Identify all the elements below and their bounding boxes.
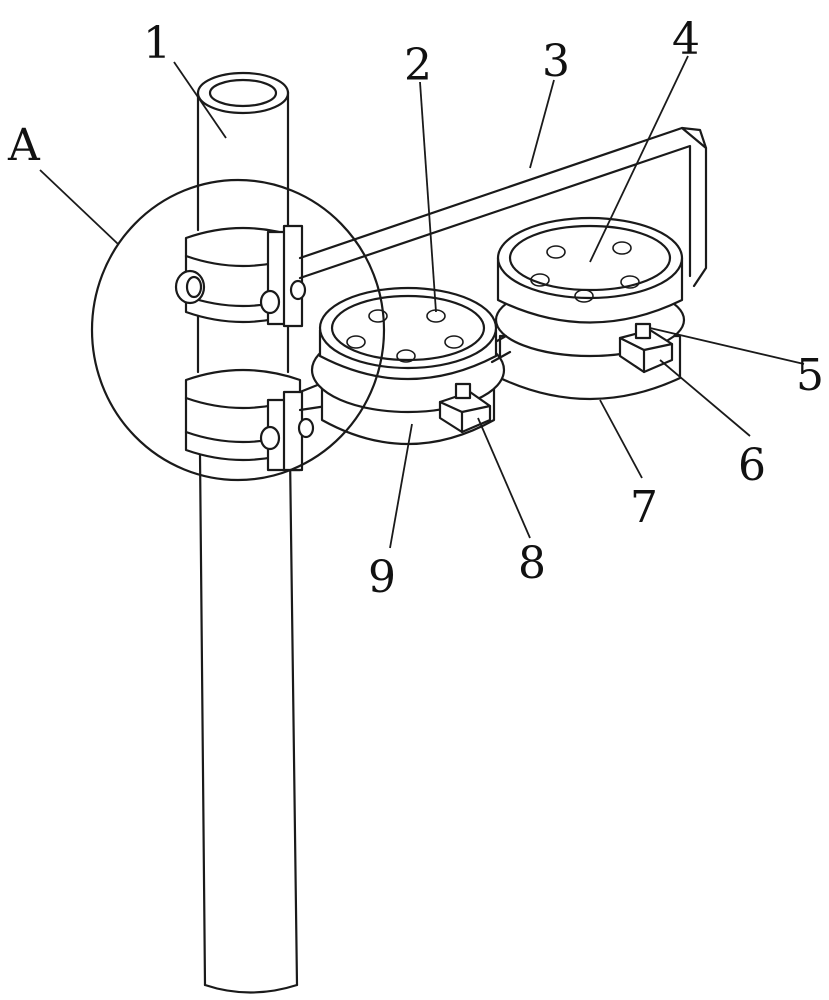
label-8: 8: [518, 538, 546, 589]
label-6: 6: [738, 440, 766, 491]
label-3: 3: [542, 36, 570, 87]
label-1: 1: [143, 18, 171, 69]
rear-reel: [494, 216, 686, 401]
label-a: A: [7, 120, 41, 171]
label-9: 9: [368, 552, 396, 603]
label-4: 4: [672, 14, 700, 65]
lower-pole-clamp: [184, 368, 315, 472]
label-2: 2: [404, 40, 432, 91]
front-reel: [310, 286, 512, 446]
leader-lines: [39, 55, 805, 549]
label-5: 5: [796, 350, 824, 401]
pole: [196, 71, 299, 994]
upper-pole-clamp: [174, 224, 307, 328]
detail-circle-a: [90, 178, 386, 482]
label-7: 7: [630, 482, 658, 533]
